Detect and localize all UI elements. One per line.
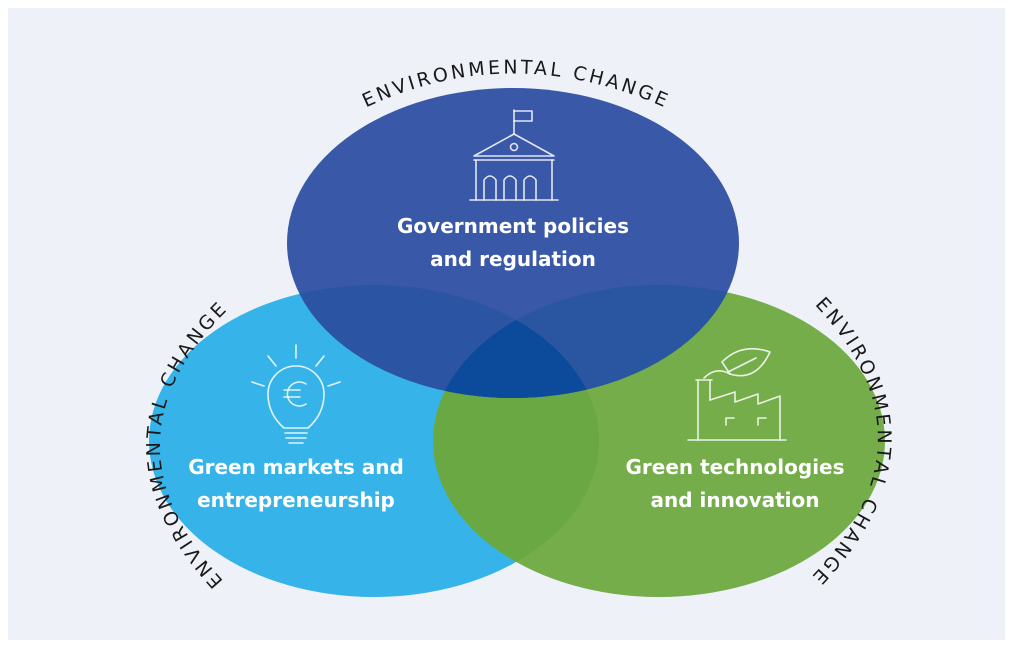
markets-label-line1: Green markets and: [188, 455, 404, 479]
technologies-label-line2: and innovation: [650, 488, 819, 512]
government-building-icon: [469, 109, 559, 201]
lightbulb-euro-icon: [251, 344, 341, 444]
factory-leaf-icon: [687, 347, 787, 441]
overlap-center: [433, 285, 599, 398]
government-label-line2: and regulation: [430, 247, 596, 271]
technologies-label-line1: Green technologies: [625, 455, 844, 479]
markets-label-line2: entrepreneurship: [197, 488, 395, 512]
government-label-line1: Government policies: [397, 214, 629, 238]
